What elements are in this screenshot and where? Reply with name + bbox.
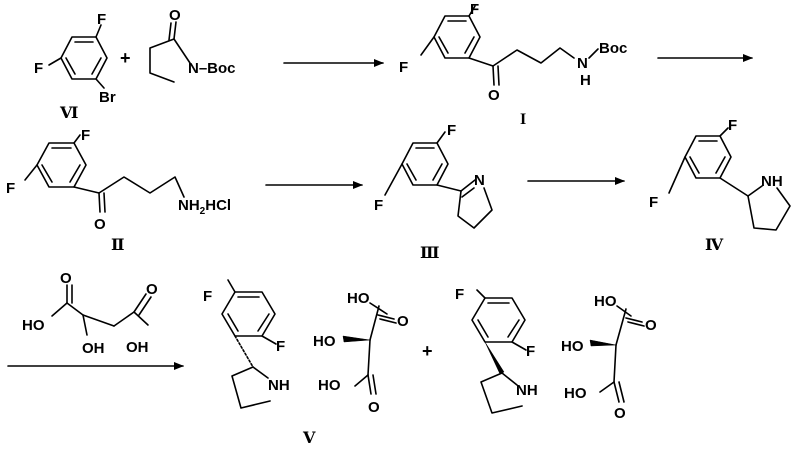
atom-ho: HO	[561, 338, 584, 355]
atom-o: O	[146, 281, 158, 298]
atom-ho: HO	[313, 333, 336, 350]
atom-h: H	[580, 72, 591, 89]
atom-n: N	[474, 172, 485, 189]
atom-f: F	[203, 288, 212, 305]
compound-label-i: I	[520, 111, 526, 128]
atom-o: O	[169, 7, 181, 24]
atom-f: F	[728, 117, 737, 134]
atom-ho: HO	[318, 377, 341, 394]
product-salt-2: F F NH HO O HO HO O	[455, 286, 657, 422]
compound-label-v: Ⅴ	[302, 430, 316, 447]
atom-o: O	[94, 216, 106, 233]
atom-f: F	[6, 180, 15, 197]
atom-o: O	[397, 313, 409, 330]
atom-f: F	[34, 60, 43, 77]
atom-f: F	[649, 194, 658, 211]
atom-ho: HO	[347, 290, 370, 307]
atom-ho: HO	[564, 385, 587, 402]
atom-f: F	[374, 197, 383, 214]
atom-boc: Boc	[599, 40, 627, 57]
compound-label-ii: Ⅱ	[111, 237, 124, 254]
atom-nh: NH	[516, 382, 538, 399]
atom-oh: OH	[126, 339, 149, 356]
atom-nh: NH	[268, 377, 290, 394]
compound-boc-pyrrolidinone: O N–Boc	[149, 7, 236, 83]
compound-label-iv: Ⅳ	[705, 237, 724, 254]
compound-vi: F F Br Ⅵ	[34, 11, 116, 122]
atom-ho: HO	[594, 293, 617, 310]
atom-f: F	[399, 59, 408, 76]
atom-o: O	[488, 87, 500, 104]
atom-o: O	[614, 405, 626, 422]
atom-f: F	[276, 338, 285, 355]
compound-label-vi: Ⅵ	[59, 105, 78, 122]
atom-oh: OH	[82, 340, 105, 357]
atom-nh: NH	[761, 173, 783, 190]
atom-ho: HO	[22, 317, 45, 334]
atom-f: F	[97, 11, 106, 28]
atom-n: N	[577, 55, 588, 72]
atom-nh2hcl: NH2HCl	[178, 197, 231, 217]
compound-label-iii: Ⅲ	[420, 245, 439, 262]
atom-o: O	[60, 270, 72, 287]
atom-n-boc: N–Boc	[188, 60, 236, 77]
compound-iii: F F N Ⅲ	[374, 122, 493, 262]
compound-i: F F O N H Boc I	[399, 1, 627, 128]
atom-br: Br	[99, 89, 116, 106]
atom-f: F	[447, 122, 456, 139]
compound-iv: F F NH Ⅳ	[649, 117, 791, 254]
reagent-malic-acid: O HO OH O OH	[22, 270, 158, 357]
atom-f: F	[455, 286, 464, 303]
compound-ii: F F O NH2HCl Ⅱ	[6, 127, 231, 254]
plus-sign: +	[422, 341, 433, 361]
atom-o: O	[368, 399, 380, 416]
atom-o: O	[645, 317, 657, 334]
atom-f: F	[470, 1, 479, 18]
atom-f: F	[81, 127, 90, 144]
product-salt-1: F F NH HO O HO HO O	[203, 279, 409, 416]
plus-sign: +	[120, 48, 131, 68]
atom-f: F	[526, 343, 535, 360]
